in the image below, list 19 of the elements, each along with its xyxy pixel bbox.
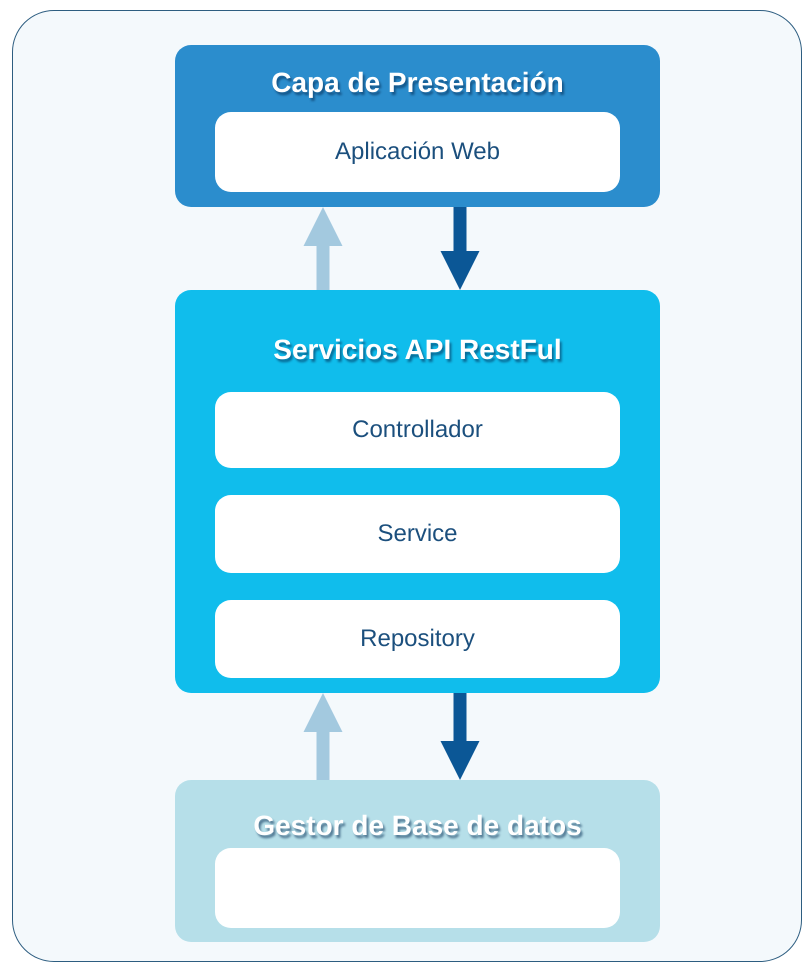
layer-heading: Servicios API RestFul xyxy=(272,334,563,366)
layer-panel xyxy=(175,45,660,207)
layer-panel xyxy=(175,780,660,942)
layer-item-box xyxy=(215,848,620,928)
layer-heading: Gestor de Base de datos xyxy=(252,810,583,842)
item-label: Service xyxy=(377,520,458,548)
layer-panel xyxy=(175,290,660,693)
layer-item-box xyxy=(215,392,620,468)
item-label: Repository xyxy=(360,625,475,653)
arrow xyxy=(304,693,342,780)
layer-item-box xyxy=(215,600,620,678)
layer-item-box xyxy=(215,112,620,192)
layer-item-box xyxy=(215,495,620,573)
arrow xyxy=(304,207,342,290)
layer-heading: Capa de Presentación xyxy=(270,67,565,99)
arrow xyxy=(440,693,480,780)
arrow xyxy=(440,207,480,290)
item-label: Aplicación Web xyxy=(335,138,500,166)
item-label: Controllador xyxy=(352,416,483,444)
